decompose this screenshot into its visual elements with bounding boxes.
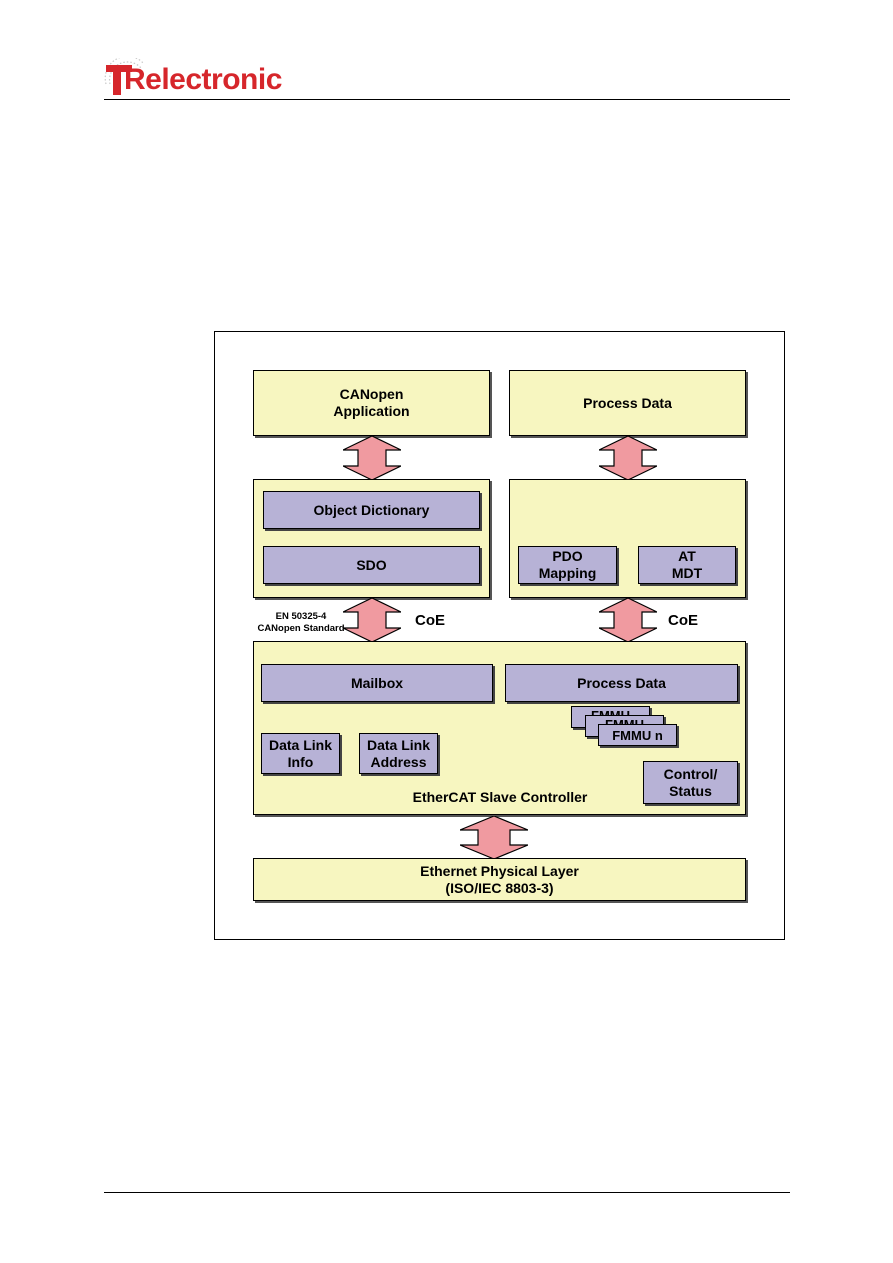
process-data-esc-box: Process Data: [505, 664, 738, 702]
ethernet-physical-layer-box: Ethernet Physical Layer (ISO/IEC 8803-3): [253, 858, 746, 901]
double-arrow-icon: [599, 598, 657, 642]
footer-divider: [104, 1192, 790, 1193]
ethercat-architecture-diagram: CANopen Application Process Data Object …: [214, 331, 785, 940]
logo-tr-mark-icon: [106, 65, 132, 95]
ethercat-slave-controller-label: EtherCAT Slave Controller: [412, 789, 588, 805]
double-arrow-icon: [460, 816, 528, 859]
pdo-mapping-box: PDO Mapping: [518, 546, 617, 584]
coe-label-left: CoE: [415, 612, 445, 629]
brand-name: Relectronic: [124, 63, 282, 96]
canopen-application-box: CANopen Application: [253, 370, 490, 436]
double-arrow-icon: [343, 598, 401, 642]
object-dictionary-box: Object Dictionary: [263, 491, 480, 529]
at-mdt-box: AT MDT: [638, 546, 736, 584]
sdo-box: SDO: [263, 546, 480, 584]
logo-dotted-ring-icon: [104, 58, 145, 85]
double-arrow-icon: [343, 436, 401, 480]
standard-note: EN 50325-4 CANopen Standard: [257, 611, 345, 634]
double-arrow-icon: [599, 436, 657, 480]
coe-label-right: CoE: [668, 612, 698, 629]
data-link-address-box: Data Link Address: [359, 733, 438, 774]
mailbox-box: Mailbox: [261, 664, 493, 702]
header-divider: [104, 99, 790, 100]
brand-wordmark: Relectronic: [124, 63, 282, 97]
process-data-top-box: Process Data: [509, 370, 746, 436]
fmmu-n-box: FMMU n: [598, 724, 677, 746]
data-link-info-box: Data Link Info: [261, 733, 340, 774]
company-logo: [104, 58, 145, 95]
control-status-box: Control/ Status: [643, 761, 738, 804]
